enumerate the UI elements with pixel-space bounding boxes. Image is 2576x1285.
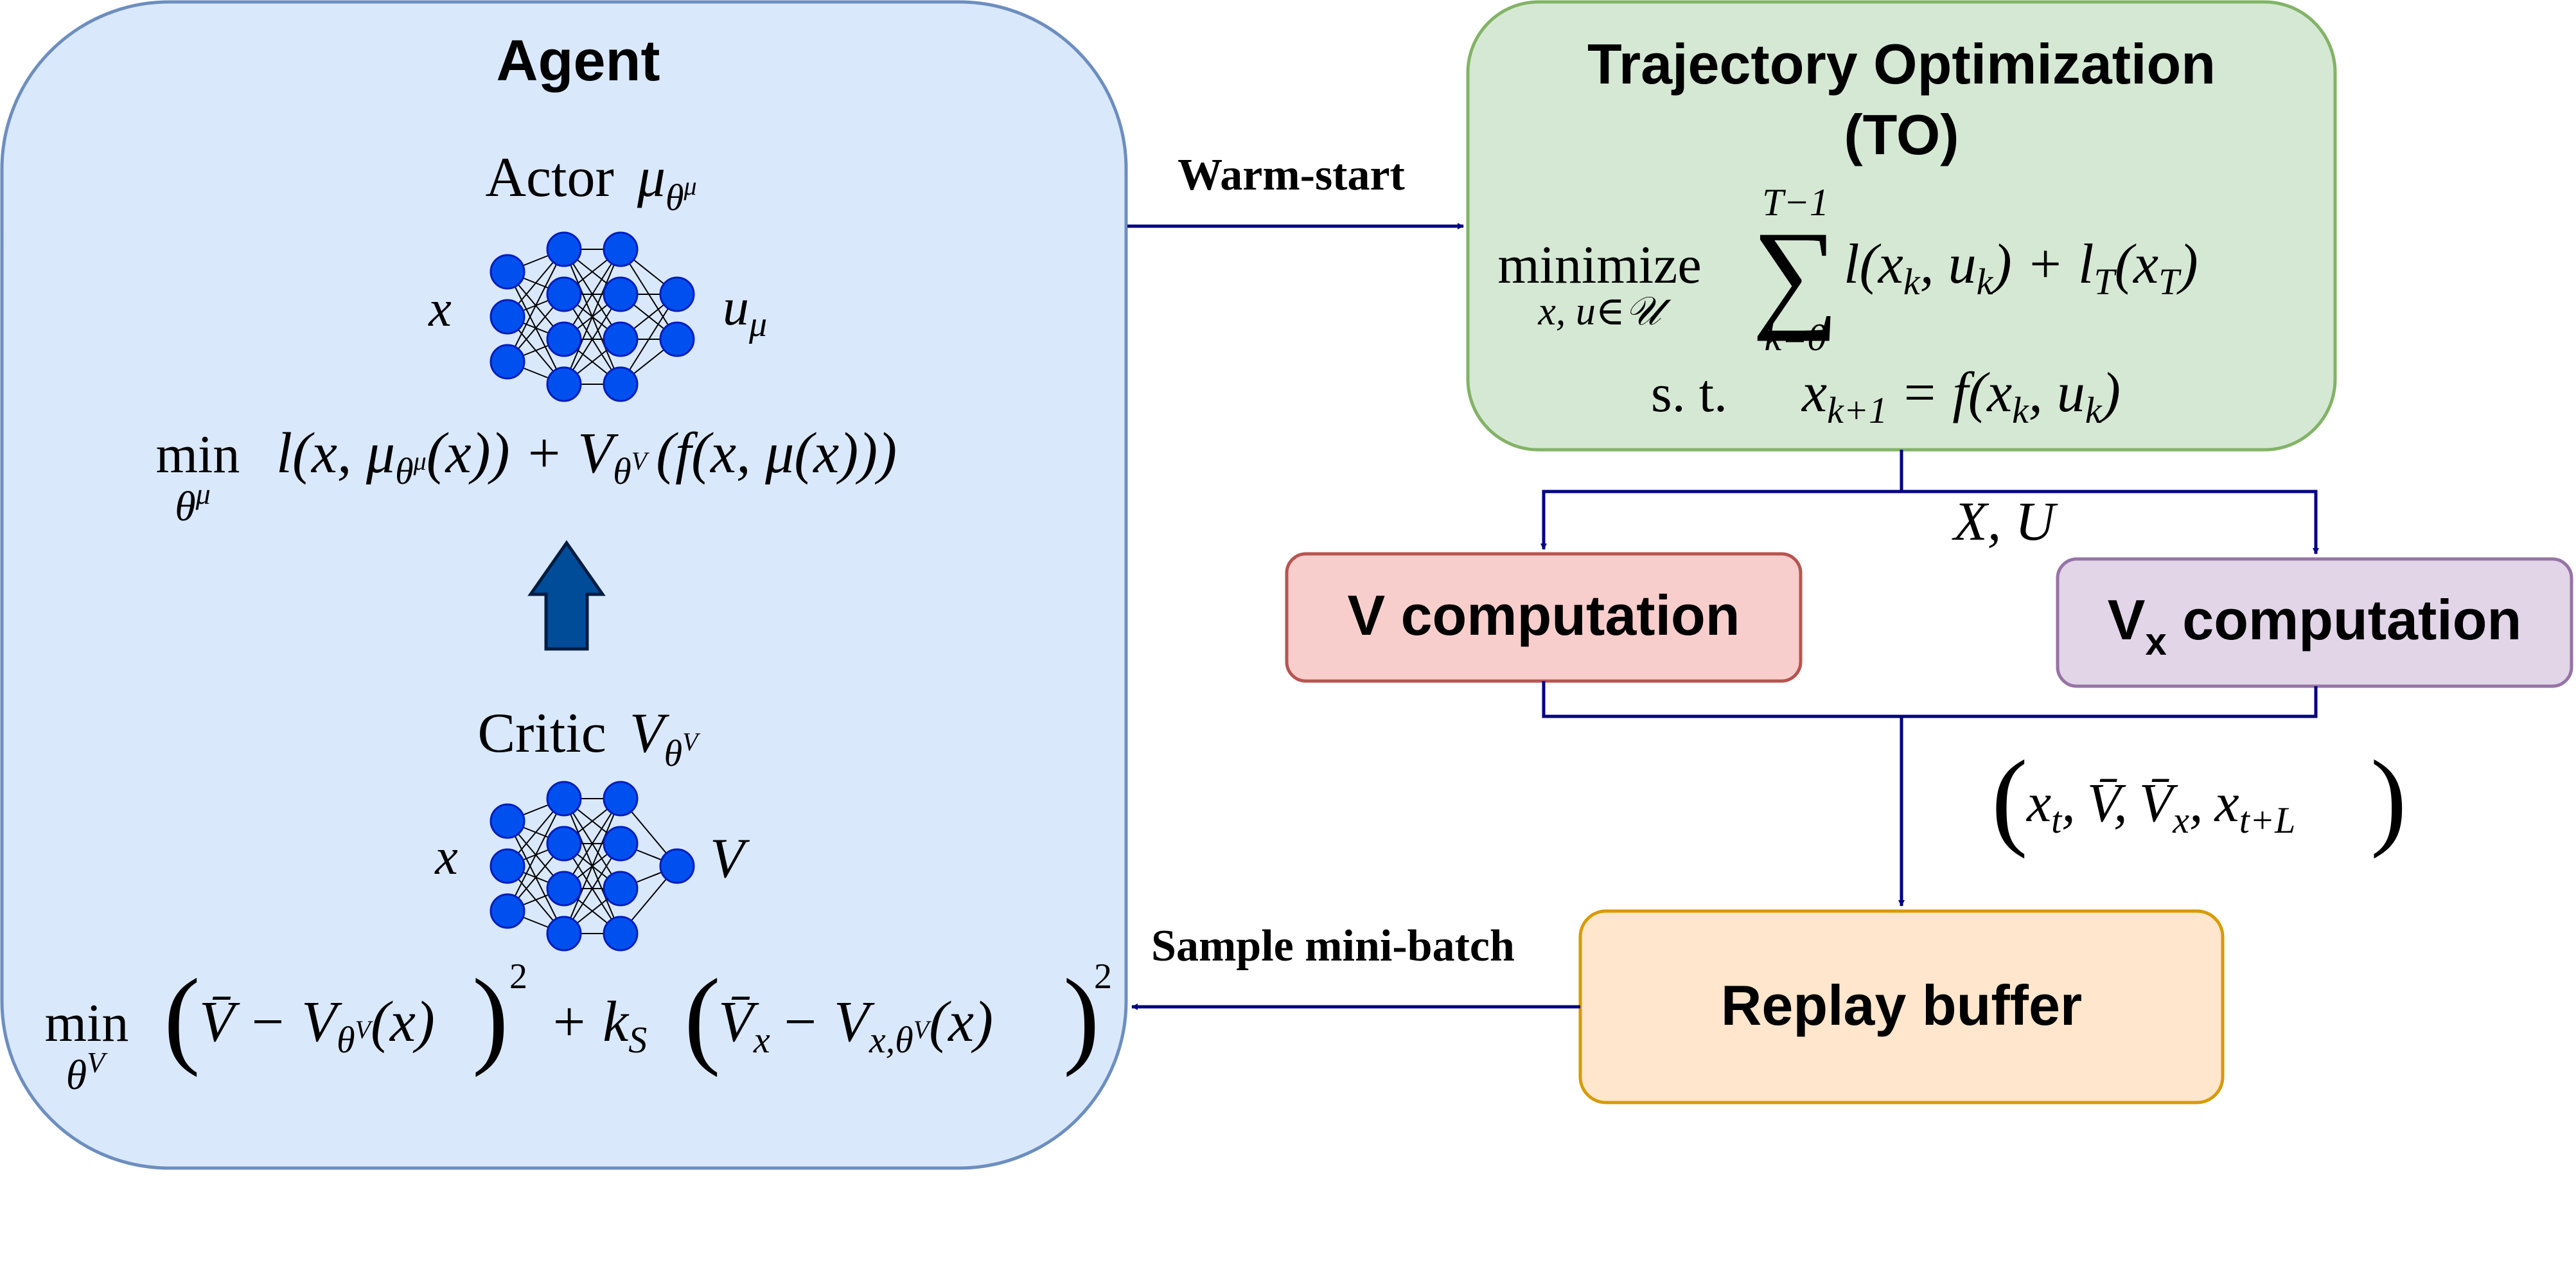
- to-minimize-subscript: x, u∈𝒰: [1537, 290, 1671, 333]
- network-neuron: [490, 254, 525, 290]
- network-neuron: [546, 916, 582, 952]
- critic-paren-right-1: ): [472, 957, 509, 1077]
- network-connection: [563, 798, 621, 889]
- xu-edge-label: X, U: [1952, 490, 2058, 552]
- actor-output-label: uμ: [723, 278, 767, 344]
- to-to-vx-computation-arrow: [1901, 490, 2319, 554]
- sample-mini-batch-label: Sample mini-batch: [1151, 921, 1515, 971]
- actor-neural-network-icon: [490, 231, 695, 402]
- tuple-paren-left: (: [1991, 738, 2028, 859]
- network-connection: [507, 798, 565, 912]
- critic-min-word: min: [45, 993, 129, 1053]
- to-sum-lower-limit: k=0: [1764, 316, 1826, 359]
- network-neuron: [603, 826, 639, 862]
- critic-output-label: V: [710, 828, 750, 890]
- network-neuron: [546, 871, 582, 907]
- network-neuron: [659, 321, 695, 357]
- critic-neural-network-icon: [490, 781, 695, 952]
- vx-computation-to-merge-line: [1901, 686, 2318, 718]
- to-minimize-word: minimize: [1497, 235, 1701, 295]
- actor-input-label: x: [428, 281, 452, 337]
- actor-label: Actor μθμ: [485, 146, 696, 218]
- critic-min-variable: θV: [66, 1046, 108, 1099]
- network-neuron: [546, 231, 582, 267]
- to-sum-symbol: ∑: [1752, 207, 1839, 342]
- to-to-v-computation-arrow: [1540, 450, 1903, 550]
- network-connection: [507, 249, 565, 362]
- to-sum-upper-limit: T−1: [1762, 181, 1829, 224]
- actor-min-variable: θμ: [175, 477, 211, 530]
- critic-square-2: 2: [1094, 957, 1112, 997]
- critic-square-1: 2: [509, 957, 527, 997]
- critic-paren-right-2: ): [1063, 957, 1100, 1077]
- network-connection: [563, 249, 621, 385]
- transition-tuple-label: ( xt,V̄,V̄x,xt+L ): [1991, 738, 2407, 859]
- v-computation-to-merge-line: [1542, 681, 1901, 718]
- actor-min-word: min: [156, 425, 240, 484]
- warm-start-label: Warm-start: [1178, 150, 1405, 200]
- network-neuron: [490, 893, 525, 929]
- agent-title: Agent: [497, 29, 660, 93]
- network-neuron: [603, 916, 639, 952]
- replay-buffer-label: Replay buffer: [1721, 973, 2082, 1037]
- network-connection: [563, 249, 621, 340]
- to-title-line-1: Trajectory Optimization: [1587, 32, 2216, 96]
- to-cost-expression: l(xk, uk) + lT(xT): [1844, 233, 2198, 303]
- critic-input-label: x: [434, 829, 458, 885]
- network-neuron: [490, 803, 525, 839]
- critic-objective-term-2: V̄x− Vx,θV(x): [718, 990, 993, 1061]
- to-title-line-2: (TO): [1844, 103, 1959, 166]
- network-neuron: [546, 321, 582, 357]
- network-neuron: [603, 321, 639, 357]
- network-neuron: [603, 231, 639, 267]
- vx-computation-label: Vx computation: [2108, 588, 2521, 663]
- critic-to-actor-up-arrow-icon: [527, 540, 606, 651]
- network-neuron: [546, 826, 582, 862]
- network-neuron: [603, 366, 639, 402]
- network-neuron: [546, 781, 582, 817]
- network-neuron: [490, 344, 525, 380]
- network-connection: [563, 843, 621, 934]
- critic-paren-left-1: (: [164, 957, 200, 1077]
- network-neuron: [490, 299, 525, 335]
- network-connection: [563, 294, 621, 385]
- critic-label: Critic VθV: [477, 702, 701, 774]
- to-subject-to-word: s. t.: [1651, 364, 1727, 423]
- actor-objective-expression: l(x, μθμ(x)) + VθV(f(x, μ(x))): [276, 421, 897, 492]
- critic-objective-term-1: V̄ − VθV(x): [199, 990, 435, 1061]
- tuple-contents: xt,V̄,V̄x,xt+L: [2025, 772, 2295, 841]
- network-neuron: [659, 848, 695, 884]
- to-dynamics-constraint: xk+1= f(xk, uk): [1801, 362, 2121, 431]
- network-neuron: [603, 871, 639, 907]
- actor-objective: min θμ l(x, μθμ(x)) + VθV(f(x, μ(x))): [156, 421, 897, 530]
- network-neuron: [659, 276, 695, 312]
- network-neuron: [546, 366, 582, 402]
- v-computation-label: V computation: [1347, 583, 1740, 647]
- network-neuron: [546, 276, 582, 312]
- network-connection: [563, 798, 621, 934]
- critic-paren-left-2: (: [684, 957, 721, 1077]
- network-connection: [620, 294, 678, 385]
- critic-objective-plus-k: + kS: [549, 990, 647, 1061]
- critic-objective: min θV ( V̄ − VθV(x) ) 2 + kS ( V̄x− Vx,…: [45, 957, 1112, 1099]
- network-neuron: [603, 276, 639, 312]
- network-neuron: [490, 848, 525, 884]
- network-neuron: [603, 781, 639, 817]
- tuple-paren-right: ): [2370, 738, 2407, 859]
